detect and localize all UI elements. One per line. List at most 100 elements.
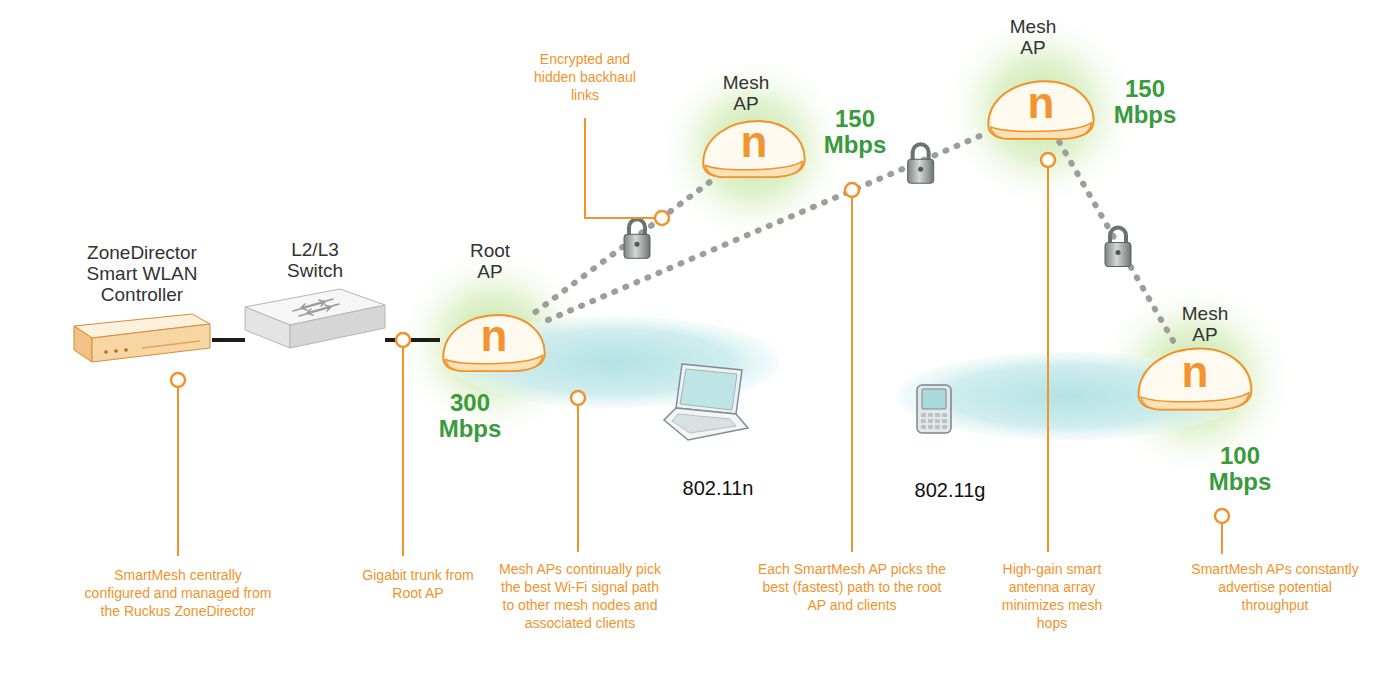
leader-line bbox=[402, 347, 404, 556]
callout-note: Mesh APs continually pick the best Wi-Fi… bbox=[495, 560, 665, 632]
throughput-value: 150 Mbps bbox=[1110, 76, 1180, 128]
switch-arrow bbox=[307, 304, 339, 315]
wifi-standard: 802.11n bbox=[668, 476, 768, 500]
node-outline bbox=[915, 384, 953, 434]
leader-line bbox=[177, 387, 179, 556]
ap-base bbox=[1141, 393, 1249, 410]
phone-key bbox=[935, 425, 940, 429]
status-led bbox=[124, 348, 128, 352]
callout-note: SmartMesh centrally configured and manag… bbox=[83, 566, 273, 620]
padlock-keyhole bbox=[635, 242, 640, 247]
signal-glow bbox=[941, 10, 1141, 210]
leader-line bbox=[1047, 167, 1049, 552]
status-led bbox=[114, 349, 118, 353]
phone-key bbox=[921, 425, 926, 429]
mesh-access-point: Mesh APn100 Mbps bbox=[1135, 345, 1255, 413]
laptop-client: 802.11n bbox=[660, 362, 750, 442]
phone-client: 802.11g bbox=[915, 384, 953, 434]
mesh-backhaul-link bbox=[1059, 142, 1175, 345]
padlock-body bbox=[624, 234, 650, 258]
controller-front bbox=[92, 324, 210, 362]
phone-body bbox=[917, 385, 951, 433]
padlock-icon bbox=[624, 219, 650, 258]
network-switch: L2/L3 Switch bbox=[245, 285, 385, 350]
device-label: Root AP bbox=[460, 240, 520, 282]
phone-key bbox=[942, 419, 947, 423]
switch-left bbox=[245, 307, 290, 348]
callout-marker bbox=[845, 183, 859, 197]
node-outline bbox=[72, 312, 212, 367]
device-label: Mesh AP bbox=[716, 72, 776, 114]
device-label: L2/L3 Switch bbox=[270, 239, 360, 281]
phone-key bbox=[928, 425, 933, 429]
phone-key bbox=[928, 419, 933, 423]
throughput-value: 100 Mbps bbox=[1205, 443, 1275, 495]
callout-note: Encrypted and hidden backhaul links bbox=[530, 50, 640, 104]
ap-dome bbox=[988, 81, 1093, 139]
device-label: Mesh AP bbox=[1003, 16, 1063, 58]
logo-letter: n bbox=[472, 314, 516, 358]
node-outline bbox=[660, 362, 750, 442]
wlan-controller: ZoneDirector Smart WLAN Controller bbox=[72, 312, 212, 367]
laptop-screen bbox=[680, 369, 737, 410]
wifi-standard: 802.11g bbox=[900, 478, 1000, 502]
phone-key bbox=[935, 413, 940, 417]
leader-line bbox=[585, 118, 655, 218]
leader-line bbox=[1221, 523, 1223, 554]
callout-note: Gigabit trunk from Root AP bbox=[358, 566, 478, 602]
leader-line bbox=[577, 405, 579, 552]
mesh-backhaul-link bbox=[536, 180, 713, 312]
wired-link bbox=[212, 338, 245, 342]
padlock-shackle bbox=[913, 144, 929, 161]
callout-marker bbox=[171, 373, 185, 387]
leader-line bbox=[851, 197, 853, 552]
callout-marker bbox=[655, 211, 669, 225]
logo-letter: n bbox=[1019, 81, 1063, 125]
device-label: ZoneDirector Smart WLAN Controller bbox=[67, 242, 217, 305]
callout-note: Each SmartMesh AP picks the best (fastes… bbox=[752, 560, 952, 614]
laptop-keyboard bbox=[672, 414, 736, 433]
callout-note: High-gain smart antenna array minimizes … bbox=[996, 560, 1108, 632]
throughput-value: 300 Mbps bbox=[435, 390, 505, 442]
status-led bbox=[104, 350, 108, 354]
callout-marker bbox=[571, 391, 585, 405]
padlock-body bbox=[908, 159, 934, 183]
ap-base bbox=[991, 123, 1092, 139]
root-access-point: Root APn300 Mbps bbox=[440, 312, 548, 374]
phone-key bbox=[935, 419, 940, 423]
padlock-keyhole bbox=[918, 167, 923, 172]
laptop-base bbox=[664, 408, 748, 440]
logo-letter: n bbox=[1173, 350, 1217, 394]
phone-key bbox=[942, 413, 947, 417]
padlock-shackle bbox=[1110, 228, 1126, 245]
padlock-shackle bbox=[629, 219, 645, 236]
phone-key bbox=[928, 413, 933, 417]
switch-front bbox=[290, 305, 385, 348]
padlock-icon bbox=[1105, 228, 1131, 267]
phone-screen bbox=[922, 389, 946, 409]
callout-marker bbox=[1215, 509, 1229, 523]
phone-key bbox=[921, 413, 926, 417]
wired-link bbox=[385, 338, 440, 342]
padlock-body bbox=[1105, 243, 1131, 267]
callout-marker bbox=[396, 333, 410, 347]
throughput-value: 150 Mbps bbox=[820, 106, 890, 158]
padlock-icon bbox=[908, 144, 934, 183]
controller-side bbox=[74, 326, 92, 362]
phone-key bbox=[921, 419, 926, 423]
padlock-keyhole bbox=[1116, 250, 1121, 255]
laptop-lid bbox=[676, 364, 742, 414]
front-detail bbox=[142, 341, 200, 348]
callout-note: SmartMesh APs constantly advertise poten… bbox=[1190, 560, 1360, 614]
callout-marker bbox=[1041, 153, 1055, 167]
signal-glow bbox=[658, 53, 850, 245]
mesh-access-point: Mesh APn150 Mbps bbox=[700, 118, 808, 180]
logo-letter: n bbox=[732, 120, 776, 164]
device-label: Mesh AP bbox=[1175, 303, 1235, 345]
ap-dome bbox=[1139, 348, 1252, 409]
mesh-access-point: Mesh APn150 Mbps bbox=[985, 78, 1097, 142]
phone-key bbox=[942, 425, 947, 429]
node-outline bbox=[245, 285, 385, 350]
